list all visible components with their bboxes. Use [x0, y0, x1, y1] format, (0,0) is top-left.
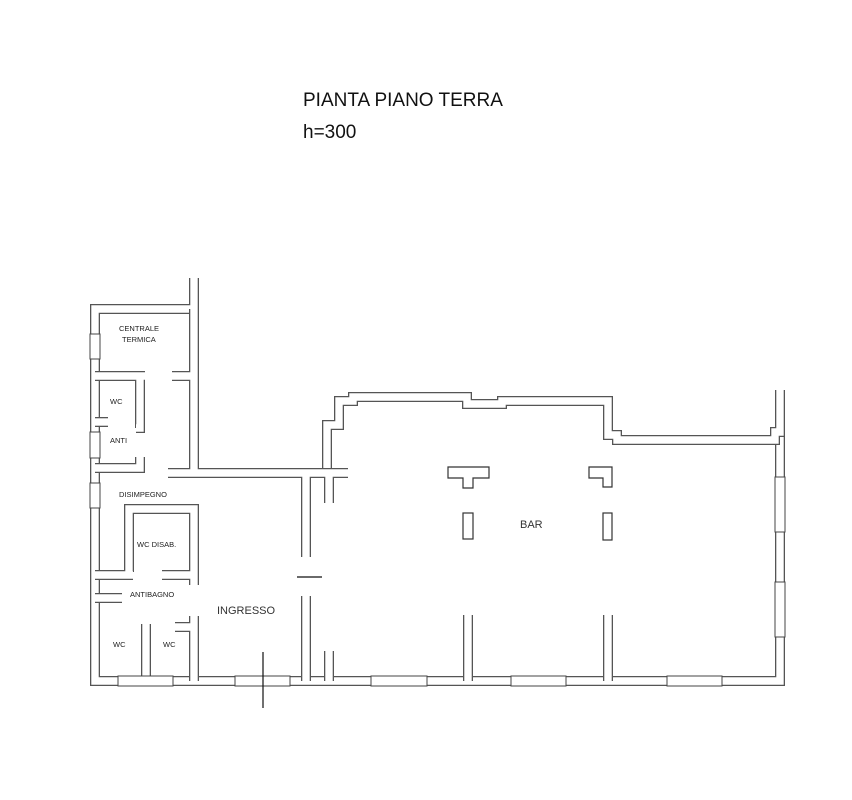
- label-wc: WC: [110, 397, 123, 406]
- t-column: [447, 466, 490, 489]
- window: [89, 482, 101, 509]
- wall-bar-top: [322, 392, 785, 473]
- window: [774, 581, 786, 638]
- plan-title: PIANTA PIANO TERRA: [303, 90, 503, 111]
- height-note: h=300: [303, 122, 356, 143]
- label-antibagno: ANTIBAGNO: [130, 590, 174, 599]
- label-bar: BAR: [520, 519, 543, 531]
- label-ingresso: INGRESSO: [217, 605, 276, 617]
- label-centrale-termica: CENTRALE: [119, 324, 159, 333]
- label-anti: ANTI: [110, 436, 127, 445]
- wall-interior: [95, 309, 613, 681]
- label-centrale-termica-2: TERMICA: [122, 335, 156, 344]
- window: [510, 675, 567, 687]
- window: [117, 675, 174, 687]
- window: [370, 675, 428, 687]
- pillar-right: [602, 512, 613, 541]
- label-wc-left: WC: [113, 640, 126, 649]
- walls: [90, 278, 785, 686]
- bar-columns: [447, 466, 613, 541]
- room-labels: CENTRALE TERMICA WC ANTI DISIMPEGNO WC D…: [110, 324, 543, 649]
- window: [666, 675, 723, 687]
- label-wc-right: WC: [163, 640, 176, 649]
- pillar-left: [462, 512, 474, 540]
- window: [774, 476, 786, 533]
- label-wc-disab: WC DISAB.: [137, 540, 176, 549]
- l-column: [588, 466, 613, 488]
- label-disimpegno: DISIMPEGNO: [119, 490, 167, 499]
- window: [89, 333, 101, 360]
- window: [89, 431, 101, 459]
